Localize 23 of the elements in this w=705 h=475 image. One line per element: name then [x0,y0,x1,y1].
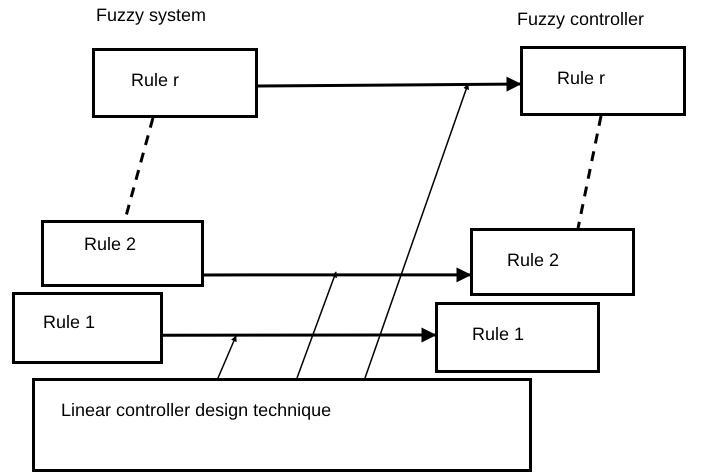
box-label: Rule 2 [507,249,560,272]
process-box [435,302,600,373]
arrow [258,76,522,92]
process-box [92,48,258,118]
arrow [364,83,470,378]
arrow [296,271,337,378]
process-box [41,220,204,287]
group-heading: Fuzzy system [96,4,206,26]
process-box [470,228,635,296]
arrow [204,267,472,282]
box-label: Rule 1 [43,311,96,334]
process-box [12,292,163,364]
arrow [217,335,237,378]
process-box [520,46,686,116]
process-box [32,378,532,472]
arrow [163,328,436,343]
dashed-line [576,116,602,228]
box-label: Rule r [557,67,606,90]
group-heading: Fuzzy controller [517,8,644,30]
box-label: Rule r [131,69,180,92]
box-label: Rule 2 [84,233,136,256]
box-label: Rule 1 [472,323,524,346]
box-label: Linear controller design technique [61,399,332,422]
